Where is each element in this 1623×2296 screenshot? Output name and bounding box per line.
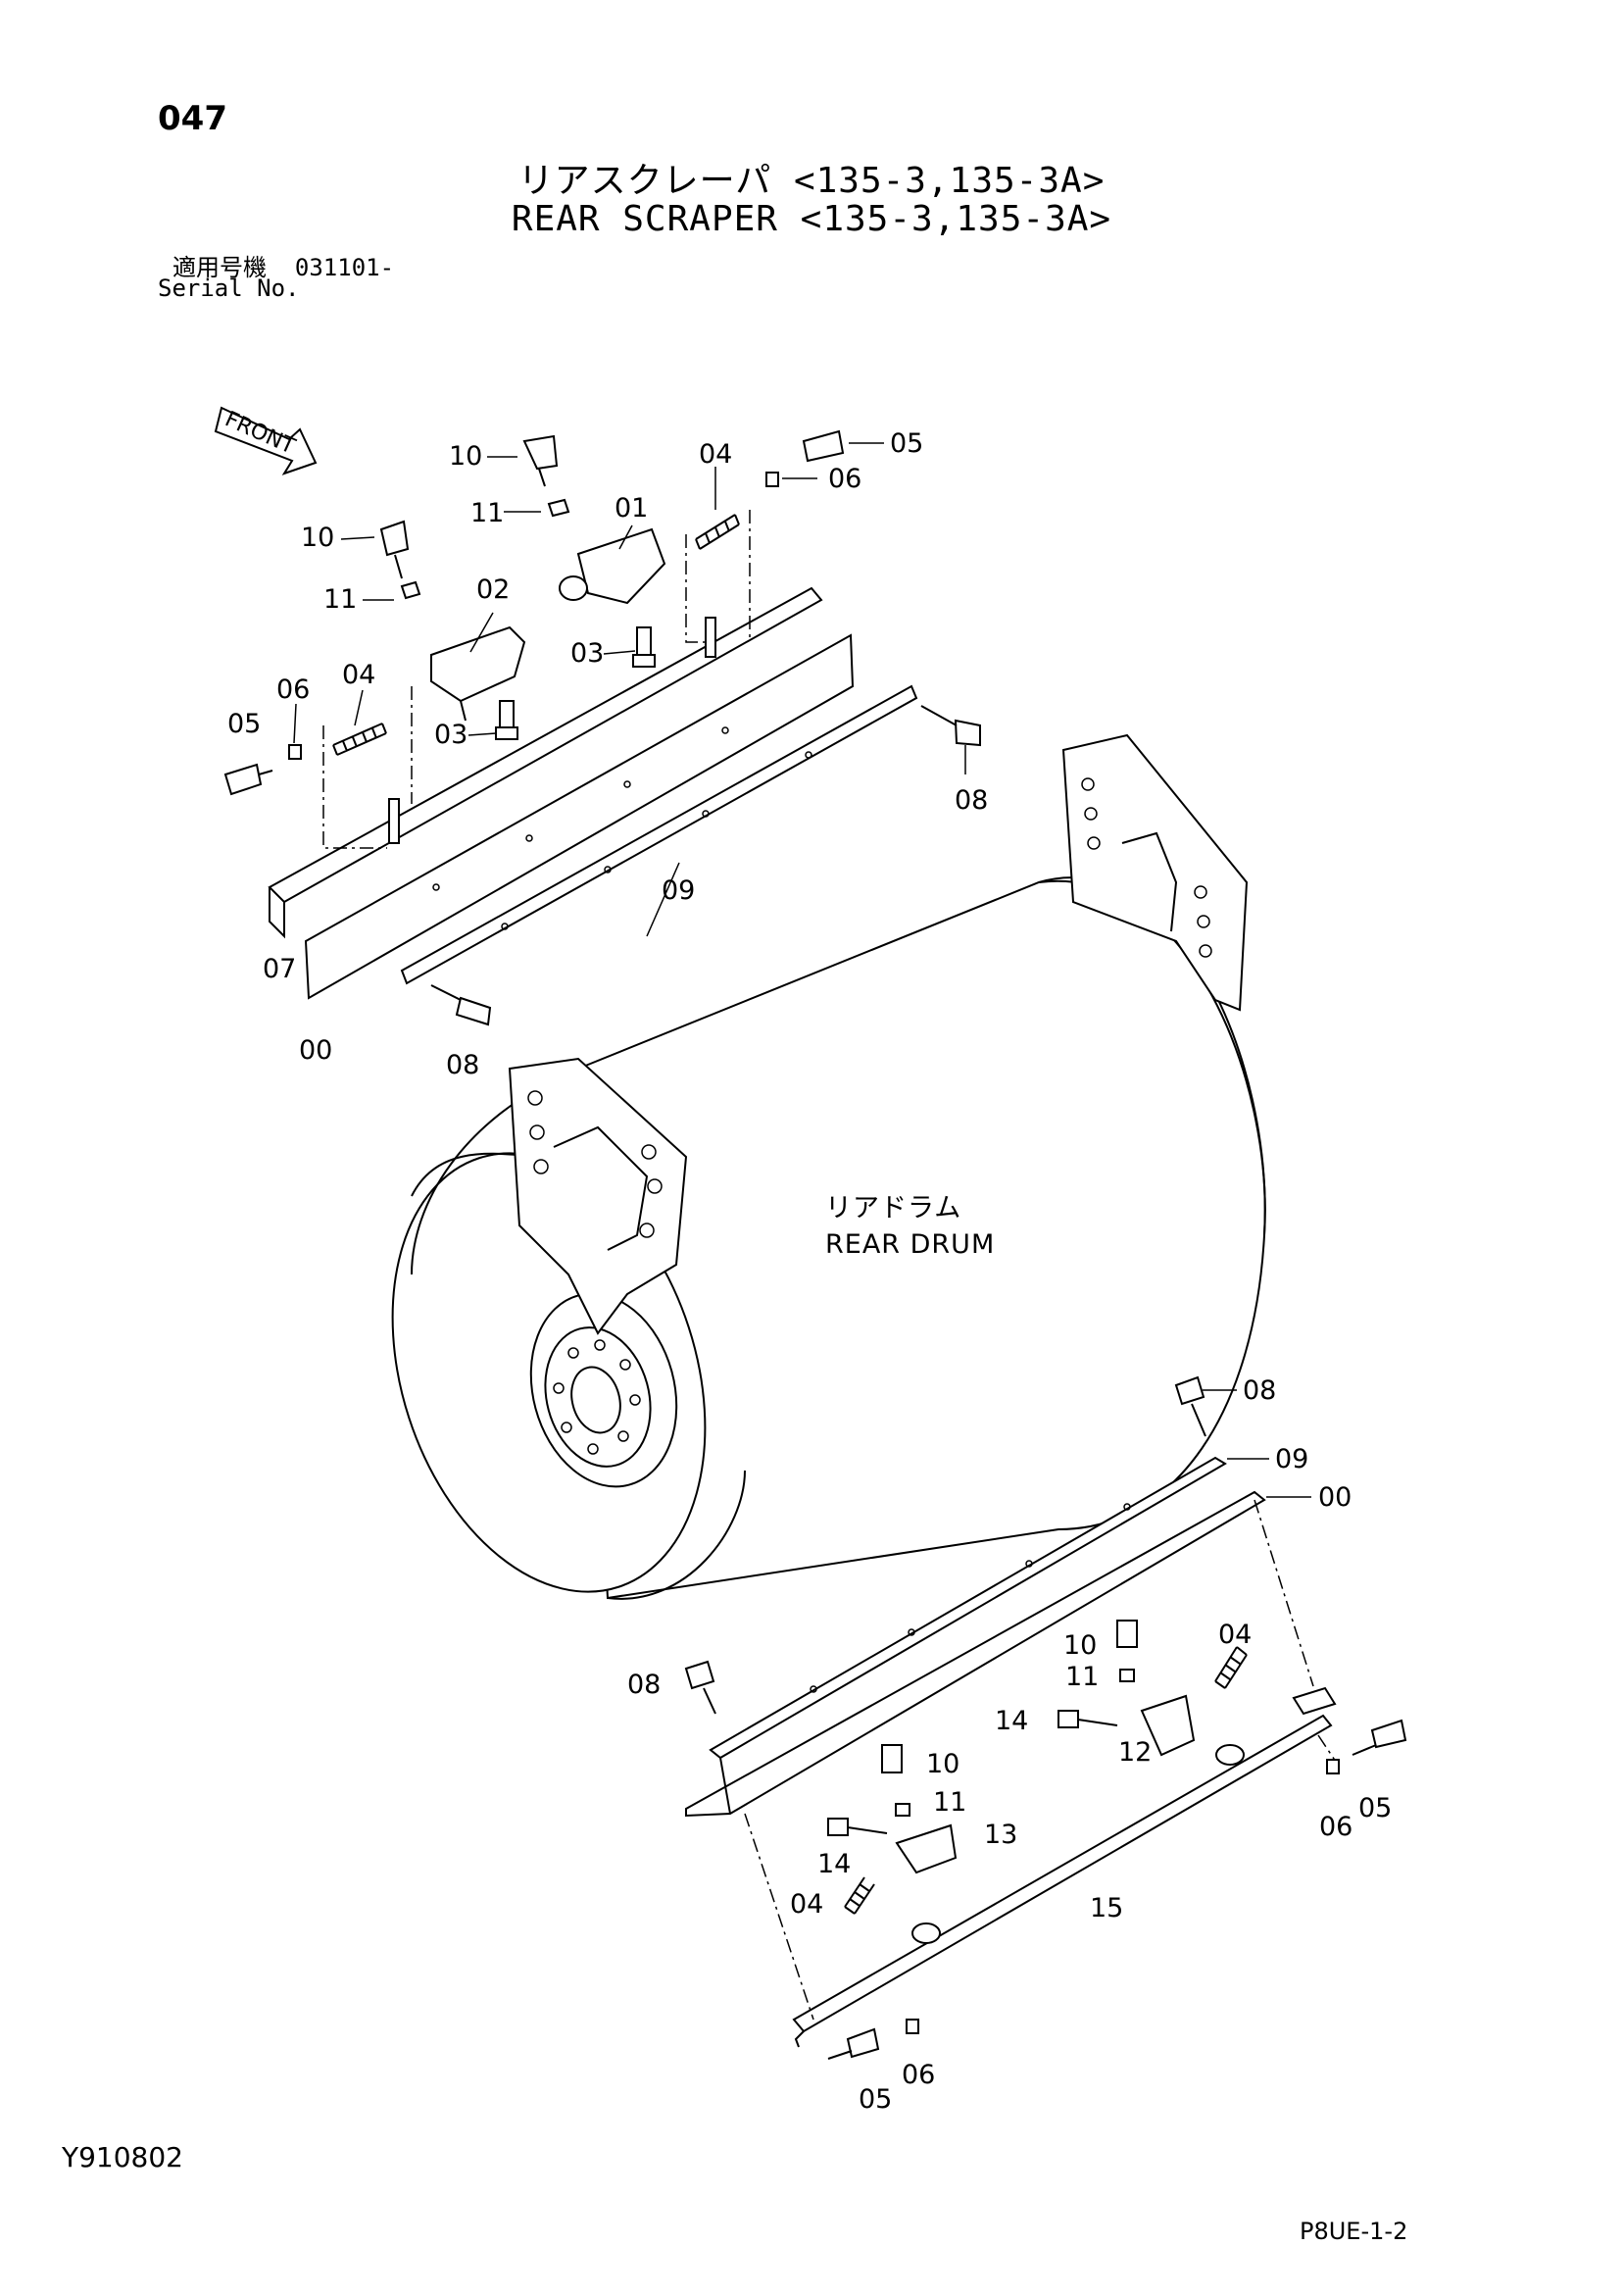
bracket-holes-far — [1081, 777, 1212, 958]
callout-11: 11 — [1065, 1662, 1099, 1692]
serial-info-jp: 適用号機 031101- — [172, 248, 394, 282]
callout-03: 03 — [570, 638, 604, 669]
callout-06: 06 — [1319, 1812, 1352, 1842]
lower-blade-holes — [810, 1503, 1131, 1693]
callout-10: 10 — [301, 523, 334, 553]
callout-01: 01 — [615, 493, 648, 524]
callout-09: 09 — [662, 875, 695, 906]
callout-15: 15 — [1090, 1893, 1123, 1923]
callout-05: 05 — [227, 709, 261, 739]
part-callouts: 10 11 10 11 01 02 03 03 04 04 05 05 06 0… — [227, 428, 1392, 2115]
hub-bolt-holes — [553, 1339, 641, 1455]
sheet-code: P8UE-1-2 — [1300, 2218, 1408, 2245]
callout-13: 13 — [984, 1820, 1017, 1850]
serial-label-jp: 適用号機 — [172, 254, 267, 281]
callout-12: 12 — [1118, 1737, 1152, 1768]
callout-leader-lines — [293, 442, 1311, 1498]
callout-06: 06 — [902, 2060, 935, 2090]
callout-05: 05 — [890, 428, 923, 459]
callout-10: 10 — [449, 441, 482, 472]
callout-05: 05 — [1358, 1793, 1392, 1823]
callout-02: 02 — [476, 574, 510, 605]
page-title-jp: リアスクレーパ <135-3,135-3A> — [517, 161, 1106, 201]
callout-04: 04 — [790, 1889, 823, 1920]
callout-11: 11 — [470, 498, 504, 528]
callout-04: 04 — [342, 660, 375, 690]
callout-10: 10 — [926, 1749, 959, 1779]
callout-04: 04 — [699, 439, 732, 470]
upper-scraper-assembly — [223, 429, 981, 1026]
callout-09: 09 — [1275, 1444, 1308, 1474]
callout-08: 08 — [627, 1670, 661, 1700]
callout-14: 14 — [995, 1706, 1028, 1736]
drum-label-en: REAR DRUM — [825, 1229, 995, 1260]
drawing-number: Y910802 — [62, 2141, 183, 2173]
callout-14: 14 — [817, 1849, 851, 1879]
callout-04: 04 — [1218, 1620, 1252, 1650]
bracket-holes-near — [527, 1090, 663, 1238]
callout-11: 11 — [933, 1787, 966, 1818]
callout-08: 08 — [955, 785, 988, 816]
callout-00: 00 — [1318, 1482, 1352, 1513]
callout-03: 03 — [434, 720, 467, 750]
callout-06: 06 — [276, 674, 310, 705]
callout-00: 00 — [299, 1035, 332, 1066]
front-arrow-icon: FRONT — [214, 406, 318, 475]
serial-label-en: Serial No. — [158, 275, 300, 302]
serial-value: 031101- — [294, 254, 395, 281]
callout-10: 10 — [1063, 1630, 1097, 1661]
callout-11: 11 — [323, 584, 357, 615]
upper-blade-holes — [432, 726, 812, 930]
drum-label-jp: リアドラム — [825, 1193, 961, 1223]
callout-08: 08 — [446, 1050, 479, 1080]
page-title-en: REAR SCRAPER <135-3,135-3A> — [511, 199, 1112, 239]
front-label: FRONT — [221, 407, 299, 460]
page-number: 047 — [158, 99, 227, 138]
callout-05: 05 — [859, 2084, 892, 2115]
rear-drum: リアドラム REAR DRUM — [391, 733, 1266, 1600]
callout-06: 06 — [828, 464, 861, 494]
lower-scraper-assembly — [684, 1375, 1407, 2060]
callout-08: 08 — [1243, 1375, 1276, 1406]
callout-07: 07 — [263, 954, 296, 984]
